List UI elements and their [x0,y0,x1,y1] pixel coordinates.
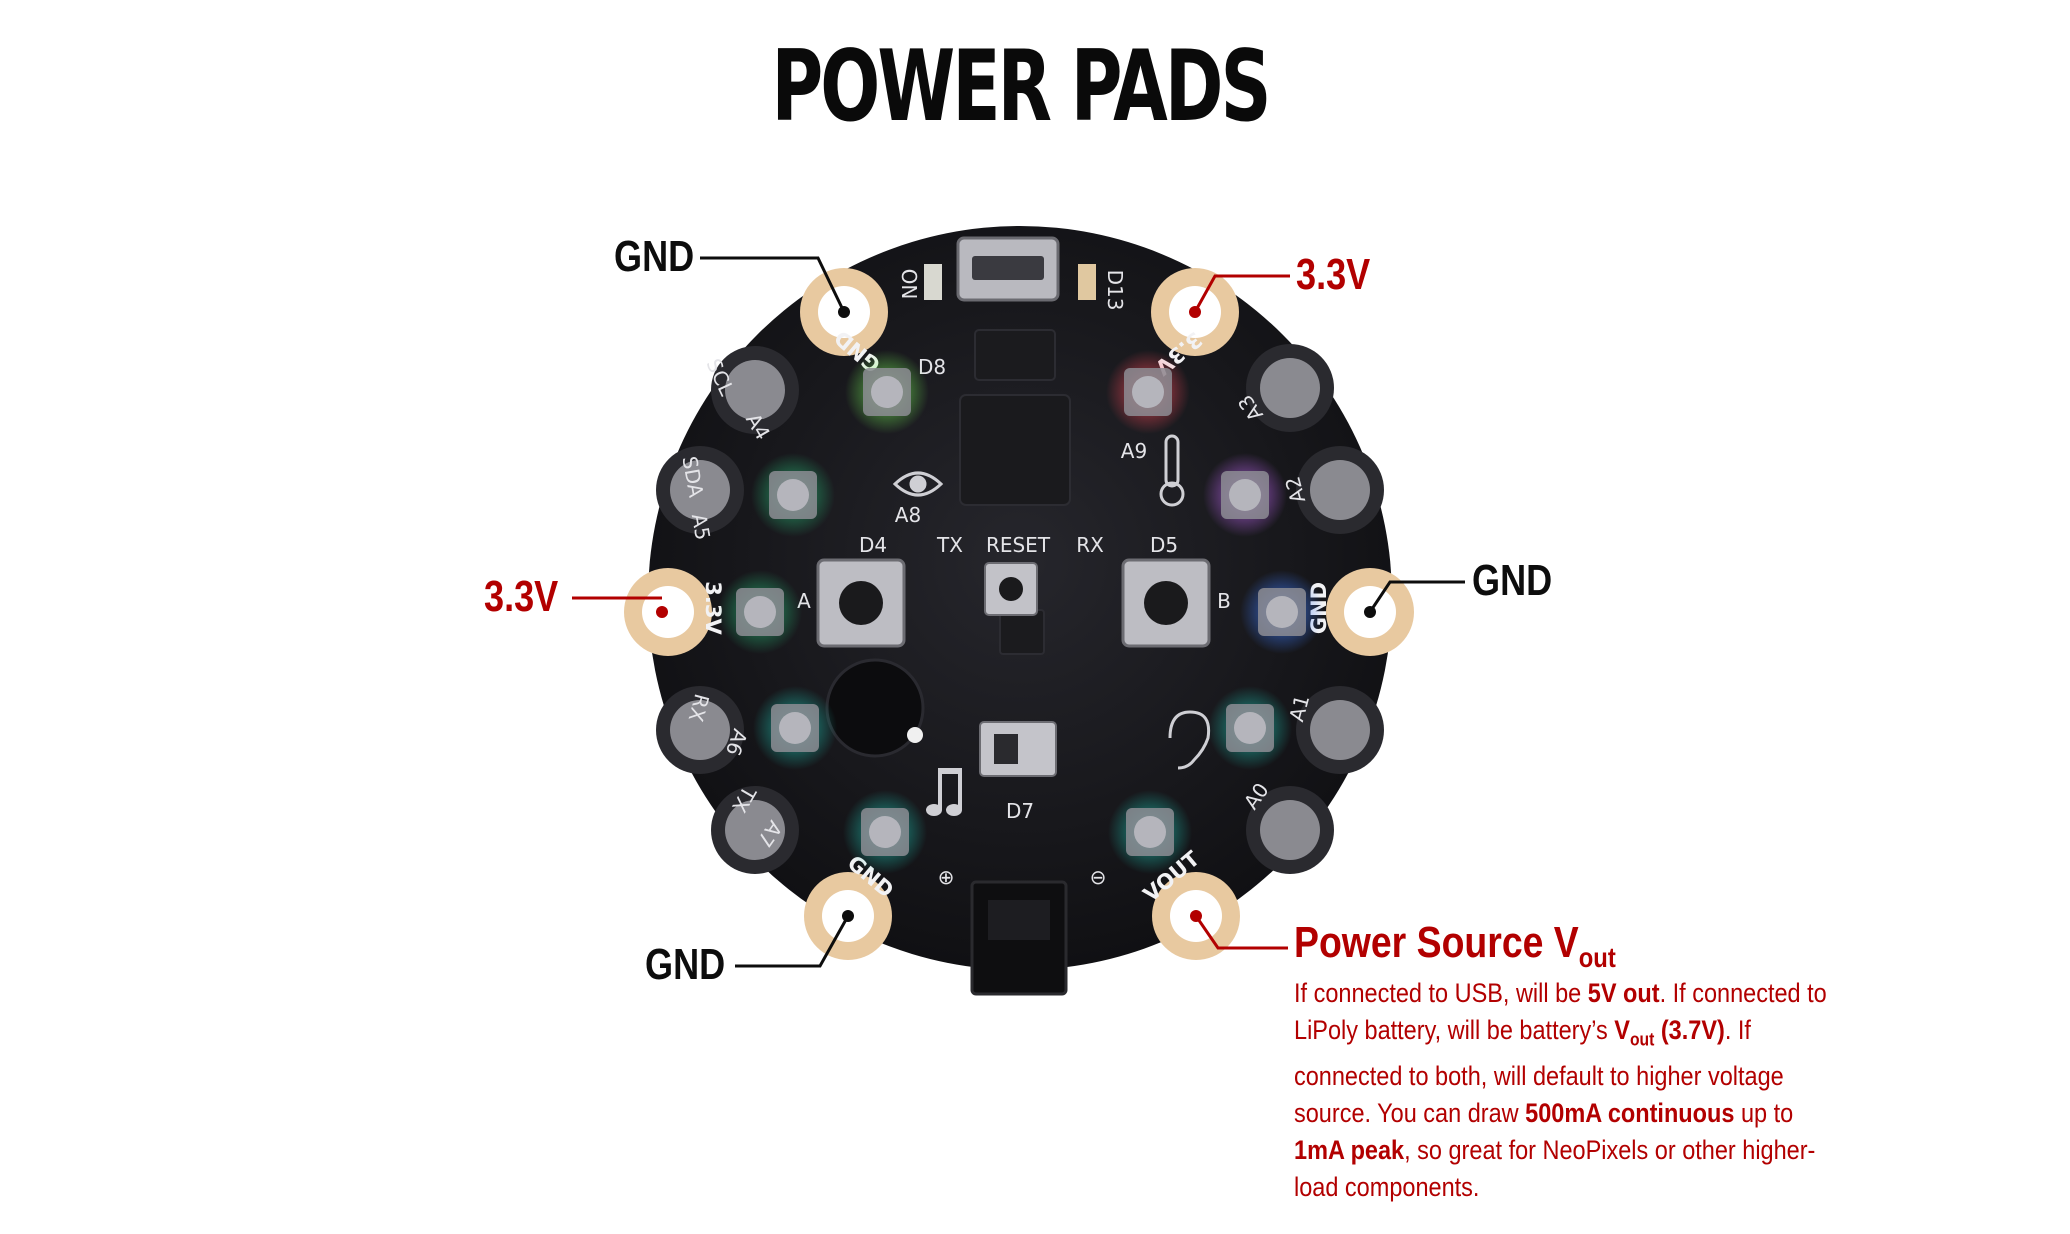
leader-33v-top-right [1193,274,1290,313]
neopixel-4 [718,570,802,654]
neopixel-2 [751,453,835,537]
slide-switch-d7[interactable] [979,721,1057,777]
thermometer-icon [1159,434,1185,507]
pad-a1 [1296,686,1384,774]
silk-plus: ⊕ [938,865,955,889]
pad-tx-a7 [711,786,799,874]
pad-a3 [1246,344,1334,432]
silk-a9: A9 [1121,439,1147,463]
silk-d13: D13 [1103,270,1127,311]
silk-btn-b: B [1217,589,1231,613]
flash-chip [974,329,1056,381]
vout-description: If connected to USB, will be 5V out. If … [1294,978,1827,1203]
buzzer [825,658,925,758]
neopixel-0 [845,350,929,434]
pad-a1-a2 [1296,446,1384,534]
callout-33v-top-right: 3.3V [1296,250,1371,299]
microcontroller-chip [959,394,1071,506]
music-note-icon [926,768,962,816]
callout-gnd-bottom-left: GND [645,940,726,989]
silk-reset: RESET [986,533,1051,557]
neopixel-5 [1240,570,1324,654]
button-d4[interactable] [816,558,906,648]
silk-a8: A8 [895,503,921,527]
vout-heading: Power Source Vout [1294,918,1616,973]
button-d5[interactable] [1121,558,1211,648]
silk-d7: D7 [1006,799,1034,823]
neopixel-7 [1208,686,1292,770]
leader-gnd-bottom-left [735,915,850,968]
neopixel-8 [843,790,927,874]
on-led [924,264,942,300]
d13-led [1078,264,1096,300]
callout-33v-left: 3.3V [484,572,559,621]
callout-gnd-top-left: GND [614,232,695,281]
pad-rx-a6 [656,686,744,774]
page-title: POWER PADS [771,30,1271,144]
accelerometer-chip [999,609,1045,655]
reset-button[interactable] [984,562,1038,616]
pad-scl-a4 [711,346,799,434]
pad-a0 [1246,786,1334,874]
silk-rx: RX [1076,533,1104,557]
microphone-ear-icon [1168,710,1211,770]
battery-connector [970,880,1068,996]
light-sensor-eye-icon [892,471,944,497]
leader-gnd-top-left [700,256,846,313]
callout-gnd-right: GND [1472,556,1553,605]
pad-sda-a5 [656,446,744,534]
silk-a5: A5 [687,512,715,542]
neopixel-3 [1203,453,1287,537]
silk-d5: D5 [1150,533,1178,557]
neopixel-6 [753,686,837,770]
neopixel-1 [1106,350,1190,434]
silk-minus: ⊖ [1090,865,1107,889]
leader-gnd-right [1368,580,1465,613]
silk-d4: D4 [859,533,887,557]
neopixel-ring [718,350,1324,874]
leader-vout [1194,915,1288,950]
silk-tx: TX [936,533,963,557]
neopixel-9 [1108,790,1192,874]
silk-on: ON [897,269,921,300]
